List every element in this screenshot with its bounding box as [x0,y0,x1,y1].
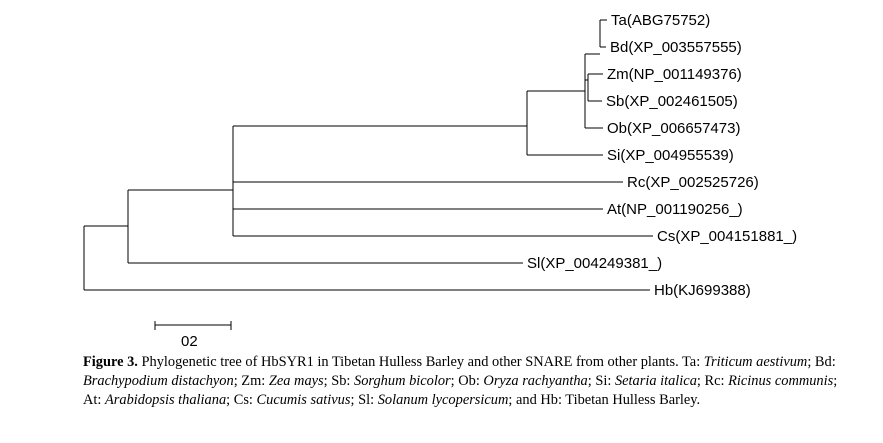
tree-branches [83,19,653,291]
scale-bar-label: 02 [181,333,198,350]
caption-species-name: Sorghum bicolor [354,373,451,389]
caption-species-name: Setaria italica [614,373,697,389]
caption-species-name: Triticum aestivum [703,354,808,370]
taxon-labels: Ta(ABG75752) Bd(XP_003557555) Zm(NP_0011… [527,12,797,299]
caption-segment: ; Bd: [807,354,836,370]
caption-segment: ; Si: [587,373,615,389]
caption-segment: ; Rc: [696,373,729,389]
taxon-label-at: At(NP_001190256_) [607,201,743,218]
figure-caption: Figure 3. Phylogenetic tree of HbSYR1 in… [83,353,838,410]
caption-text: Phylogenetic tree of HbSYR1 in Tibetan H… [83,354,837,408]
caption-segment: ; Sl: [350,392,378,408]
caption-species-name: Solanum lycopersicum [377,392,509,408]
caption-segment: ; and Hb: Tibetan Hulless Barley. [508,392,701,408]
caption-species-name: Oryza rachyantha [483,373,588,389]
taxon-label-ob: Ob(XP_006657473) [607,120,740,137]
caption-species-name: Ricinus communis [728,373,834,389]
caption-segment: ; Sb: [323,373,355,389]
caption-species-name: Arabidopsis thaliana [105,392,227,408]
caption-segment: Phylogenetic tree of HbSYR1 in Tibetan H… [137,354,704,370]
taxon-label-hb: Hb(KJ699388) [654,282,751,299]
caption-species-name: Zea mays [268,373,324,389]
taxon-label-rc: Rc(XP_002525726) [627,174,759,191]
taxon-label-si: Si(XP_004955539) [607,147,734,164]
caption-segment: ; At: [83,373,838,408]
taxon-label-sb: Sb(XP_002461505) [606,93,738,110]
scale-bar: 02 [154,321,232,350]
figure-label: Figure 3. [83,354,138,370]
caption-segment: ; Ob: [450,373,484,389]
caption-segment: ; Cs: [226,392,257,408]
taxon-label-zm: Zm(NP_001149376) [607,66,742,83]
taxon-label-bd: Bd(XP_003557555) [610,39,742,56]
phylogenetic-tree: Ta(ABG75752) Bd(XP_003557555) Zm(NP_0011… [83,12,797,350]
taxon-label-sl: Sl(XP_004249381_) [527,255,662,272]
caption-species-name: Cucumis sativus [256,392,351,408]
taxon-label-ta: Ta(ABG75752) [611,12,710,29]
taxon-label-cs: Cs(XP_004151881_) [657,228,797,245]
caption-species-name: Brachypodium distachyon [83,373,234,389]
caption-segment: ; Zm: [233,373,269,389]
